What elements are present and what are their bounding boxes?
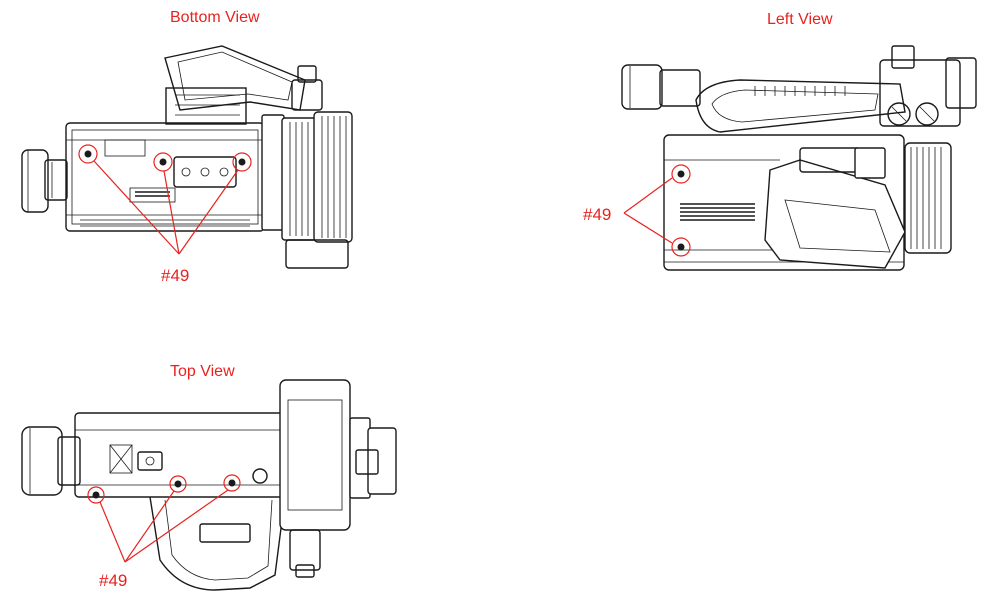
left-view-camera-drawing xyxy=(621,45,977,271)
top-view-screw-callout: #49 xyxy=(99,571,128,590)
bottom-view-camera-drawing xyxy=(21,45,353,269)
top-view-camera-drawing xyxy=(21,379,397,591)
left-view-handle-grip xyxy=(754,86,846,96)
bottom-view-focus-ring xyxy=(289,116,347,238)
left-view-lens-ring xyxy=(910,147,942,249)
left-view-vent-grille xyxy=(680,203,755,221)
bottom-view-title: Bottom View xyxy=(170,9,260,26)
top-view-title: Top View xyxy=(170,363,235,380)
left-view-screw-callout: #49 xyxy=(583,205,612,224)
bottom-view-screw-callout: #49 xyxy=(161,266,190,285)
left-view-title: Left View xyxy=(767,11,833,28)
